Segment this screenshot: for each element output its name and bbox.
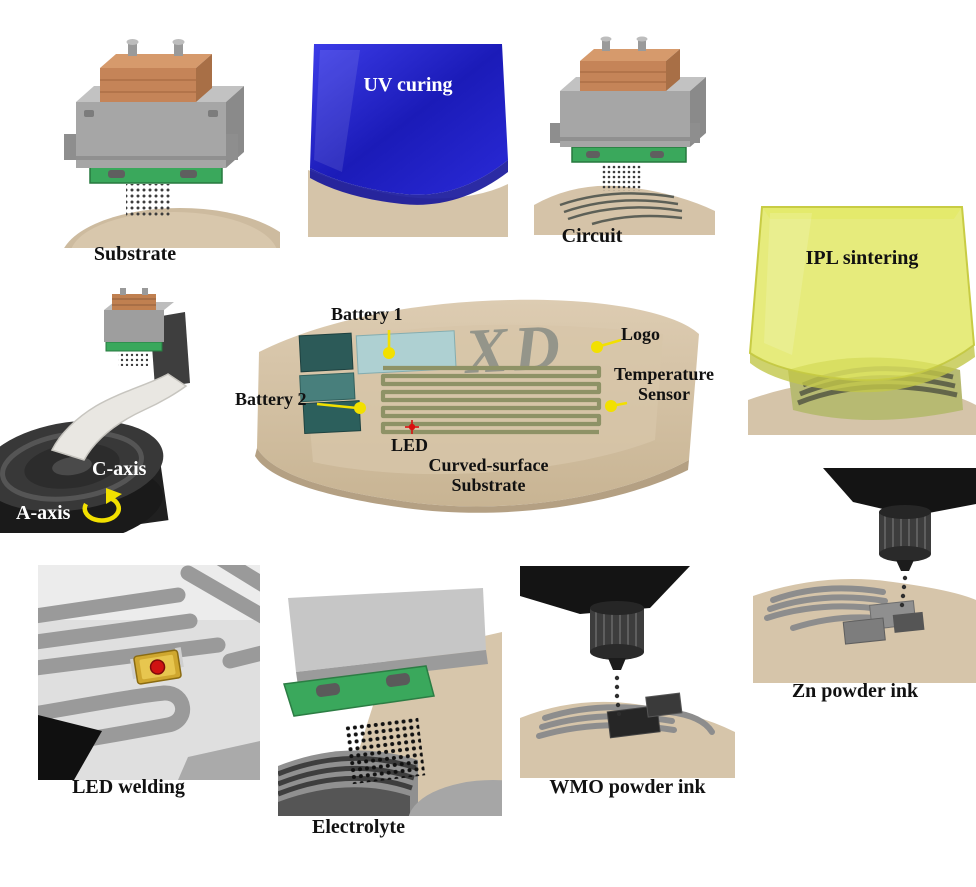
green-dispense-plate [283, 665, 435, 717]
lower-trace-region [178, 741, 260, 780]
temperature-sensor-serpentine [380, 365, 602, 435]
rotary-chuck [0, 420, 169, 533]
powder-stream [899, 575, 908, 608]
led-component [405, 420, 419, 434]
logo-label: Logo [621, 324, 661, 344]
circuit-step-label: Circuit [561, 225, 623, 247]
electrolyte-droplets [344, 717, 426, 785]
device-illustration: XD [255, 299, 699, 513]
panel-uv-curing: UV curing [308, 42, 508, 237]
panel-led-welding: LED welding [38, 565, 260, 803]
zn-patches [842, 600, 925, 645]
c-axis-label: C-axis [92, 458, 147, 480]
panel-electrolyte: Electrolyte [278, 588, 502, 846]
powder-dispenser [520, 566, 690, 670]
ipl-sintering-step-label: IPL sintering [805, 247, 919, 269]
ipl-lamp-block [748, 206, 976, 393]
led-welding-illustration [38, 565, 260, 780]
panel-ipl-sintering: IPL sintering [748, 205, 976, 435]
circuit-printing-illustration [534, 36, 715, 235]
zn-powder-step-label: Zn powder ink [791, 680, 919, 702]
battery2-label: Battery 2 [235, 389, 307, 409]
panel-zn-powder-ink: Zn powder ink [753, 468, 976, 708]
electrolyte-illustration [278, 588, 502, 816]
panel-circuit: Circuit [532, 35, 717, 250]
wmo-powder-illustration [520, 566, 735, 778]
mini-print-head [104, 288, 174, 366]
temperature-sensor-label: Temperature Sensor [614, 364, 714, 405]
ipl-sintering-illustration [748, 206, 976, 435]
substrate-dome [64, 208, 280, 248]
ink-stream [126, 184, 172, 216]
curved-surface-substrate-label: Curved-surface Substrate [428, 455, 549, 496]
wmo-powder-step-label: WMO powder ink [549, 776, 706, 798]
a-axis-label: A-axis [16, 502, 71, 524]
shadow-region [38, 715, 102, 780]
panel-wmo-powder-ink: WMO powder ink [520, 566, 735, 802]
a-axis-rotation-arrow [82, 488, 122, 523]
powder-dispenser [823, 468, 976, 571]
ink-stream [602, 165, 642, 191]
led-welding-step-label: LED welding [72, 776, 185, 798]
flexible-substrate-sheet [50, 373, 188, 461]
uv-lamp-block [310, 44, 508, 205]
battery-1 [298, 330, 457, 375]
substrate-printing-illustration [64, 39, 280, 248]
circuit-traces [38, 565, 260, 755]
uv-curing-illustration [308, 44, 508, 237]
powder-stream [614, 675, 622, 717]
print-head [550, 36, 706, 163]
panel-substrate: Substrate [28, 38, 280, 273]
rotary-stage-illustration [0, 288, 190, 533]
annotation-dots [354, 341, 617, 414]
panel-rotary-stage: C-axis A-axis [0, 288, 240, 533]
led-chip [129, 647, 184, 685]
roller-disc [408, 780, 502, 816]
substrate-edge [255, 448, 689, 513]
print-head [64, 39, 244, 184]
zn-powder-illustration [753, 468, 976, 683]
printed-circuit-surface [534, 185, 715, 235]
led-label: LED [391, 435, 429, 455]
uv-curing-step-label: UV curing [363, 74, 453, 96]
substrate-step-label: Substrate [93, 243, 177, 265]
panel-device: XD Battery 1 Logo Battery 2 Tem [235, 290, 715, 525]
electrolyte-step-label: Electrolyte [312, 816, 405, 838]
battery-2 [299, 372, 362, 435]
battery1-label: Battery 1 [331, 304, 403, 324]
